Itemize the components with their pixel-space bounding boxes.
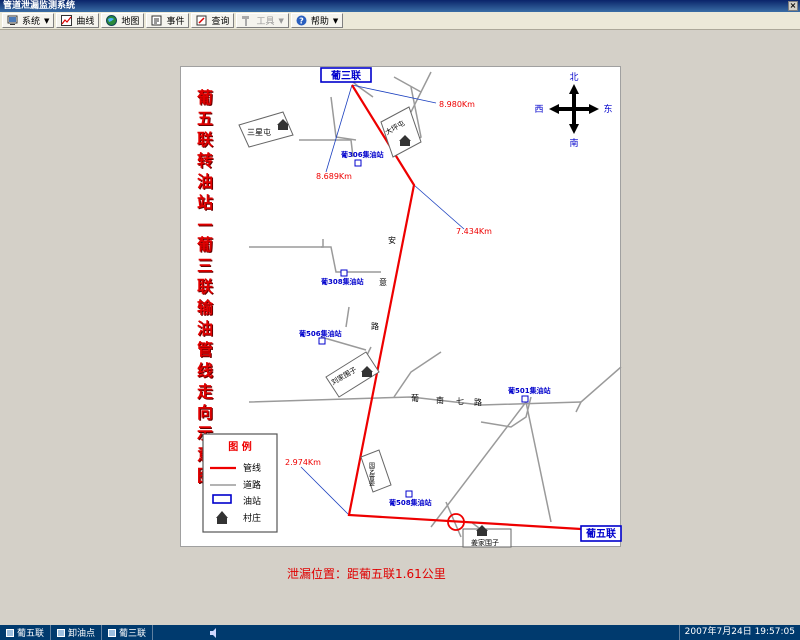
- road-label-an: 安: [388, 235, 396, 245]
- station-306-marker: [354, 159, 362, 167]
- taskbar-item-pusanlian[interactable]: 葡三联: [102, 625, 154, 640]
- speaker-icon[interactable]: [203, 625, 225, 640]
- roads: [248, 71, 622, 538]
- station-end: 葡五联: [580, 525, 622, 542]
- system-menu-button[interactable]: 系统 ▼: [2, 13, 55, 28]
- compass-east: 东: [603, 103, 612, 115]
- road-label-qi: 七: [456, 397, 464, 406]
- map-label: 地图: [121, 17, 140, 27]
- window-icon: [57, 628, 66, 637]
- legend-station-swatch: [212, 494, 232, 504]
- road-label-lu2: 路: [474, 397, 482, 407]
- close-button[interactable]: ×: [788, 1, 798, 11]
- legend-village-label: 村庄: [243, 512, 261, 524]
- taskbar-item-label: 卸油点: [68, 629, 96, 639]
- event-button[interactable]: 事件: [146, 13, 190, 28]
- help-icon: ?: [296, 15, 307, 26]
- help-menu-label: 帮助: [310, 17, 329, 27]
- svg-text:园艺管委: 园艺管委: [368, 462, 375, 486]
- station-306-label: 葡306集油站: [340, 150, 384, 159]
- distance-label-4: 2.974Km: [285, 458, 321, 467]
- village-yuanyiguanwei: 园艺管委: [360, 449, 392, 493]
- station-308-label: 葡308集油站: [320, 277, 364, 286]
- tools-menu-label: 工具: [256, 17, 275, 27]
- station-506-label: 葡506集油站: [298, 329, 342, 338]
- chevron-down-icon: ▼: [332, 16, 339, 25]
- datetime-display: 2007年7月24日 19:57:05: [678, 625, 800, 640]
- taskbar: 葡五联 卸油点 葡三联 2007年7月24日 19:57:05: [0, 625, 800, 640]
- station-501-label: 葡501集油站: [507, 386, 551, 395]
- compass-north: 北: [569, 72, 578, 83]
- legend-road-label: 道路: [243, 479, 261, 491]
- event-icon: [151, 15, 162, 26]
- legend-pipeline-label: 管线: [243, 462, 261, 474]
- village-jiangjiawaizi: 姜家围子: [462, 525, 512, 548]
- distance-leaders: [300, 84, 465, 516]
- svg-text:?: ?: [299, 17, 304, 26]
- taskbar-item-xieyoudian[interactable]: 卸油点: [51, 625, 103, 640]
- station-start: 葡三联: [320, 67, 372, 83]
- svg-text:姜家围子: 姜家围子: [471, 538, 499, 547]
- window-title: 管道泄漏监测系统: [3, 1, 76, 11]
- village-liujiawaizi: 刘家围子: [325, 351, 380, 398]
- village-sanxingtun: 三星屯: [238, 111, 294, 148]
- query-icon: [196, 15, 207, 26]
- distance-label-2: 8.689Km: [316, 172, 352, 181]
- legend-station-label: 油站: [243, 495, 261, 507]
- globe-icon: [106, 15, 118, 26]
- distance-label-3: 7.434Km: [456, 227, 492, 236]
- taskbar-item-label: 葡三联: [119, 629, 147, 639]
- road-label-lu: 路: [371, 321, 379, 331]
- help-menu-button[interactable]: ? 帮助 ▼: [290, 13, 344, 28]
- system-icon: [7, 15, 18, 26]
- distance-label-1: 8.980Km: [439, 100, 475, 109]
- map-legend: 图 例 管线 道路 油站 村庄: [202, 433, 278, 533]
- compass-west: 西: [534, 104, 543, 115]
- curve-button[interactable]: 曲线: [56, 13, 100, 28]
- window-titlebar: 管道泄漏监测系统 ×: [0, 0, 800, 12]
- station-308-marker: [340, 269, 348, 277]
- event-label: 事件: [166, 17, 185, 27]
- chevron-down-icon: ▼: [44, 16, 50, 25]
- chevron-down-icon: ▼: [278, 16, 284, 25]
- taskbar-item-label: 葡五联: [17, 629, 45, 639]
- system-menu-label: 系统: [22, 17, 41, 27]
- pipeline-map: 葡五联转油站—葡三联输油管线走向示意图: [180, 66, 622, 548]
- station-506-marker: [318, 337, 326, 345]
- road-label-nan: 南: [436, 395, 444, 405]
- hammer-icon: [241, 15, 252, 26]
- leak-marker: [447, 513, 465, 531]
- station-501-marker: [521, 395, 529, 403]
- road-label-pu: 葡: [411, 393, 419, 403]
- map-button[interactable]: 地图: [101, 13, 145, 28]
- station-start-label: 葡三联: [330, 69, 361, 82]
- curve-label: 曲线: [76, 17, 95, 27]
- svg-text:三星屯: 三星屯: [247, 127, 271, 137]
- station-508-marker: [405, 490, 413, 498]
- village-dapingtun: 大坪屯: [380, 106, 422, 158]
- taskbar-item-puwulian[interactable]: 葡五联: [0, 625, 52, 640]
- map-title: 葡五联转油站—葡三联输油管线走向示意图: [196, 88, 213, 485]
- legend-title: 图 例: [228, 440, 251, 453]
- legend-village-swatch: [216, 511, 228, 524]
- road-label-yi: 意: [379, 277, 387, 287]
- window-icon: [108, 628, 117, 637]
- pipeline: [347, 84, 582, 531]
- station-508-label: 葡508集油站: [388, 498, 432, 507]
- chart-icon: [61, 15, 73, 26]
- compass-south: 南: [569, 137, 578, 149]
- tools-menu-button[interactable]: 工具 ▼: [236, 13, 289, 28]
- toolbar: 系统 ▼ 曲线 地图 事件 查询 工具 ▼ ? 帮助 ▼: [0, 12, 800, 30]
- query-label: 查询: [211, 17, 230, 27]
- window-icon: [6, 628, 14, 637]
- leak-location-message: 泄漏位置：距葡五联1.61公里: [287, 567, 446, 581]
- main-area: 葡五联转油站—葡三联输油管线走向示意图: [0, 31, 800, 625]
- compass-rose: 北 南 西 东: [534, 72, 612, 149]
- station-end-label: 葡五联: [585, 527, 616, 540]
- query-button[interactable]: 查询: [191, 13, 235, 28]
